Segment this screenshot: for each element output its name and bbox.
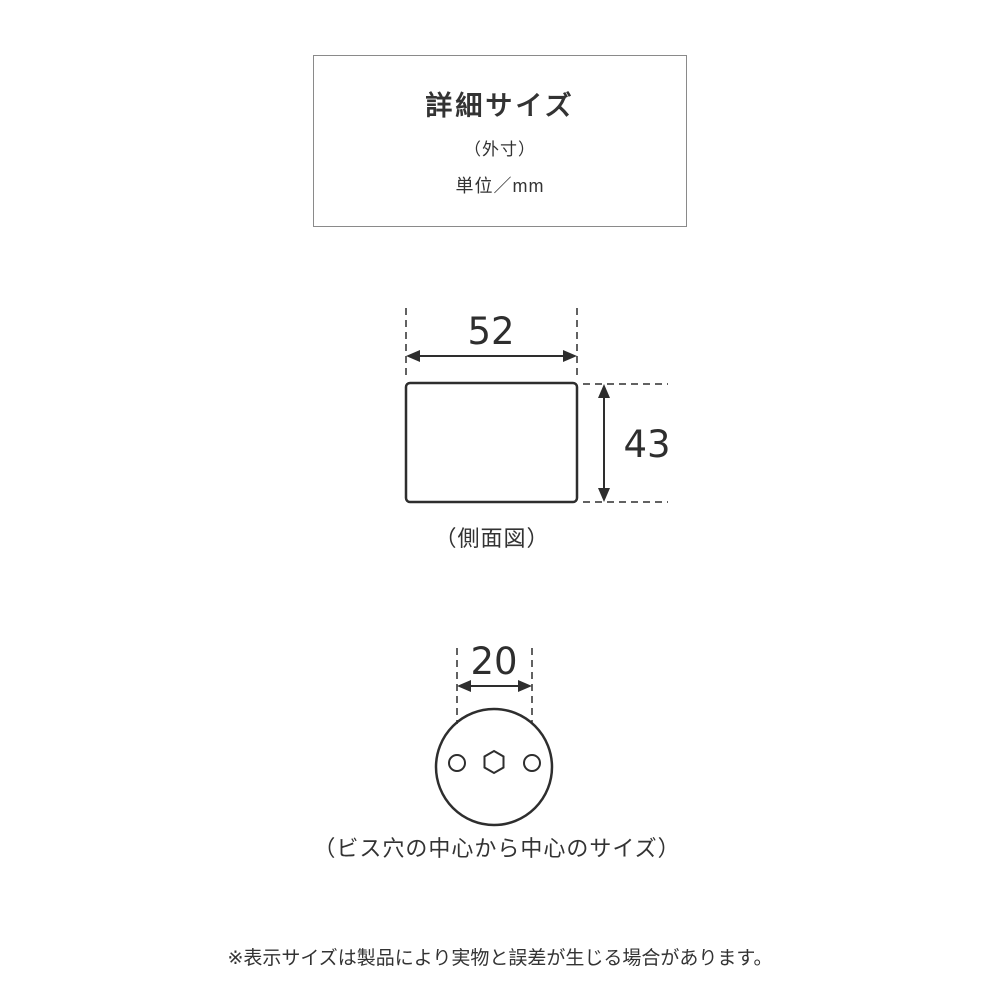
bottom-view-caption: （ビス穴の中心から中心のサイズ） [313,836,681,861]
unit-label: 単位／mm [455,176,545,196]
arrowhead-spacing-left [457,680,471,692]
page-title: 詳細サイズ [425,91,575,121]
hex-socket [483,749,505,775]
width-dimension-label: 52 [467,310,514,353]
outer-dimension-label: （外寸） [464,140,536,159]
side-view-caption: （側面図） [434,526,550,551]
side-view-rectangle [404,381,579,504]
disclaimer-footnote: ※表示サイズは製品により実物と誤差が生じる場合があります。 [227,948,773,969]
screw-hole-left [448,754,466,772]
arrowhead-width-right [563,350,577,362]
bottom-view-circle [434,707,554,827]
arrowhead-height-bottom [598,488,610,502]
size-info-box: 詳細サイズ （外寸） 単位／mm [313,55,687,227]
arrowhead-height-top [598,384,610,398]
arrowhead-width-left [406,350,420,362]
arrowhead-spacing-right [518,680,532,692]
spacing-dimension-label: 20 [470,640,517,683]
height-dimension-label: 43 [623,423,670,466]
screw-hole-right [523,754,541,772]
